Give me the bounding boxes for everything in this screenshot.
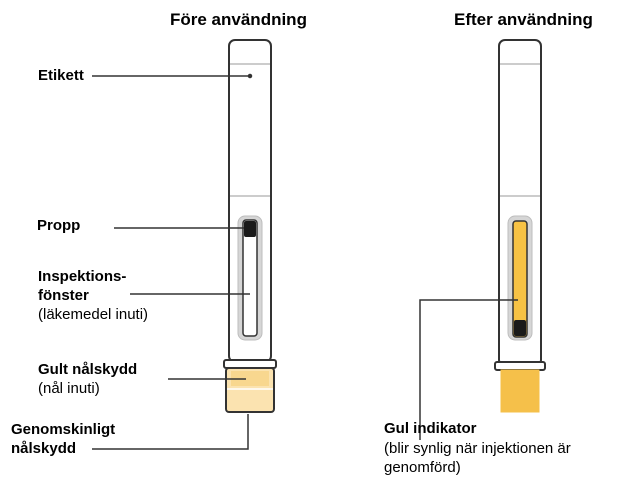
stopper xyxy=(244,221,256,237)
label-genomskinligt-line1: Genomskinligt xyxy=(11,421,116,438)
label-etikett: Etikett xyxy=(38,67,84,84)
inspection-window-inner xyxy=(242,219,258,337)
label-gul-indikator-note-line1: (blir synlig när injektionen är xyxy=(384,440,571,457)
leader-gul-indikator xyxy=(419,299,518,440)
label-genomskinligt-line2: nålskydd xyxy=(11,440,77,457)
title-before-use: Före användning xyxy=(170,10,307,29)
yellow-needle-shield xyxy=(231,371,269,386)
label-gul-indikator: Gul indikator xyxy=(384,420,477,437)
label-gul-indikator-note-line2: genomförd) xyxy=(384,459,461,476)
label-inspektion-line1: Inspektions- xyxy=(38,268,127,285)
pen-before-collar xyxy=(223,359,277,369)
label-inspektion-note: (läkemedel inuti) xyxy=(38,306,149,323)
label-gult-skydd: Gult nålskydd xyxy=(38,361,138,378)
pen-after-collar xyxy=(494,361,546,371)
yellow-needle-shield-extended xyxy=(500,369,540,413)
leader-lines xyxy=(92,73,518,450)
label-inspektion-line2: fönster xyxy=(38,287,89,304)
label-propp: Propp xyxy=(37,217,81,234)
pen-after-use xyxy=(494,39,546,413)
yellow-indicator xyxy=(512,220,528,338)
result-window-stopper xyxy=(514,320,526,336)
leader-etikett-dot xyxy=(247,73,253,79)
leader-genomskinligt xyxy=(92,414,249,450)
title-after-use: Efter användning xyxy=(454,10,593,29)
pen-before-use xyxy=(223,39,277,413)
label-gult-skydd-note: (nål inuti) xyxy=(38,380,100,397)
